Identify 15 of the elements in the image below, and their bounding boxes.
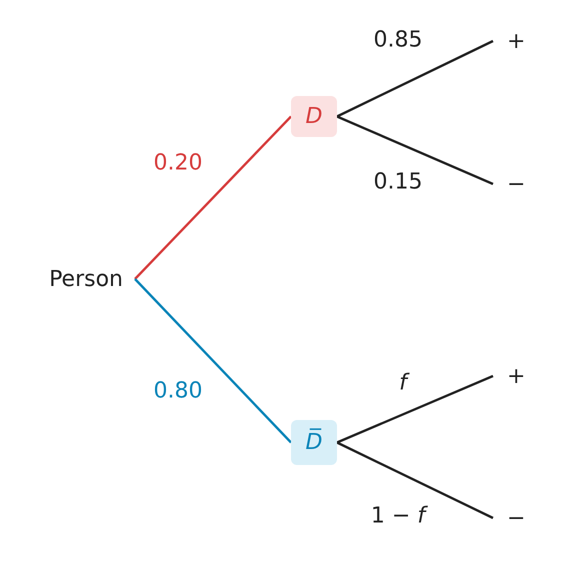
outcome-label: + [507, 364, 526, 388]
event-box [291, 96, 337, 137]
branch-line [336, 40, 494, 118]
event-label: D̅ [306, 430, 322, 455]
branch-line [336, 115, 494, 186]
event-label: D [306, 104, 322, 129]
outcome-label: − [507, 172, 526, 196]
outcome-label: + [507, 28, 526, 54]
branch-line [336, 374, 494, 444]
event-box [291, 420, 337, 465]
branch-line [134, 116, 292, 280]
branch-line [134, 278, 292, 444]
branch-line [336, 441, 494, 520]
outcome-label: − [507, 506, 526, 530]
root-label: Person [49, 266, 123, 292]
